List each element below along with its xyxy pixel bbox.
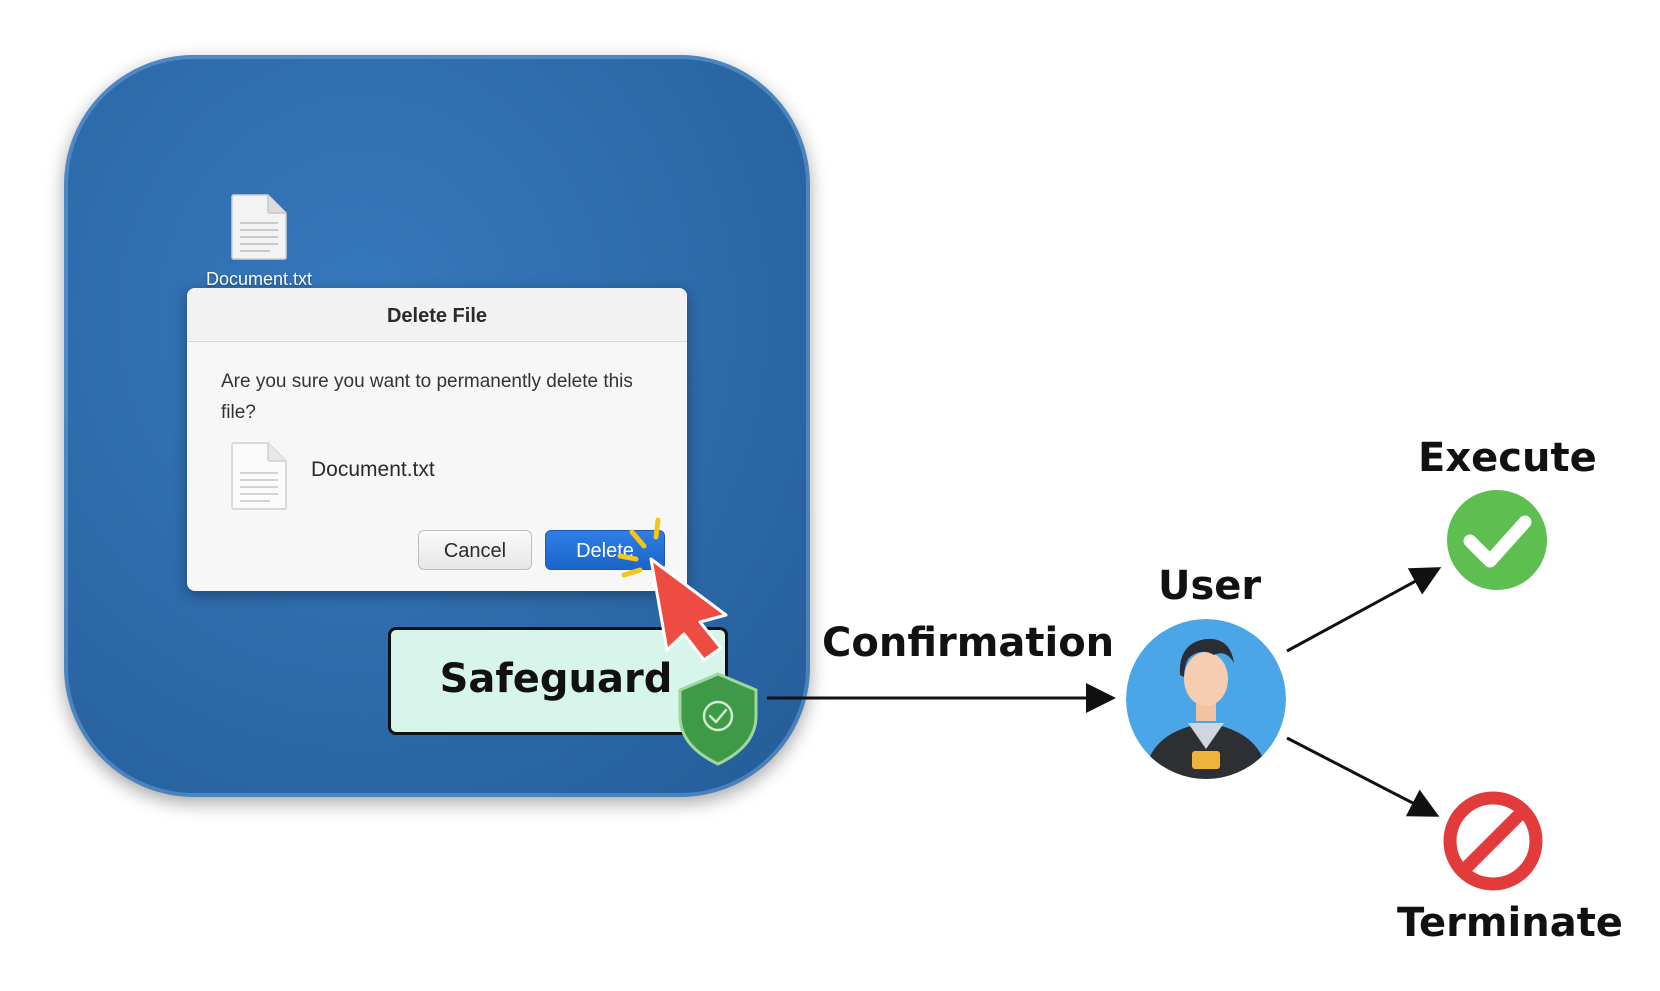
desktop-file-label: Document.txt [205, 269, 313, 289]
arrow-user-to-execute [1286, 567, 1442, 653]
safeguard-label: Safeguard [439, 656, 673, 702]
check-circle-icon [1447, 490, 1547, 590]
user-avatar-icon [1126, 619, 1286, 779]
confirmation-label: Confirmation [822, 620, 1115, 666]
execute-label: Execute [1418, 435, 1597, 481]
text-file-icon [231, 194, 287, 260]
dialog-message: Are you sure you want to permanently del… [221, 371, 633, 423]
delete-file-dialog: Delete File Are you sure you want to per… [187, 288, 687, 591]
user-label: User [1158, 563, 1262, 609]
click-spark-icon [617, 517, 661, 578]
arrow-user-to-terminate [1286, 736, 1440, 817]
shield-check-icon [678, 672, 758, 766]
desktop-file-document[interactable]: Document.txt [194, 193, 324, 290]
cancel-button[interactable]: Cancel [418, 530, 532, 570]
dialog-file-name: Document.txt [311, 458, 435, 481]
dialog-title: Delete File [187, 288, 687, 342]
cursor-arrow-icon [649, 557, 728, 662]
terminate-label: Terminate [1397, 900, 1623, 946]
dialog-file-icon [231, 442, 287, 510]
prohibited-icon [1443, 791, 1543, 891]
